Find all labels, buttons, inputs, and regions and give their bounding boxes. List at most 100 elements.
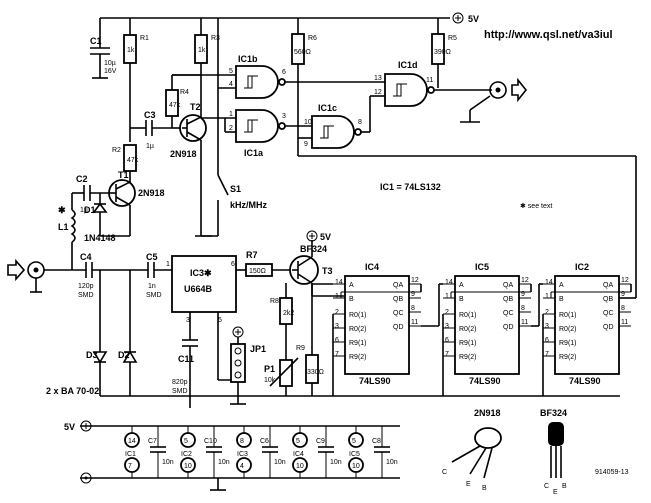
counter-ic4: IC474LS90A14B1R0(1)2R0(2)3R9(1)6R9(2)7QA… xyxy=(332,262,443,396)
counter-output-pin: 9 xyxy=(521,291,525,298)
counter-input-label: B xyxy=(349,296,354,303)
c11-smd: SMD xyxy=(172,388,188,395)
l1-mark: ✱ xyxy=(58,205,66,215)
decoupling-cap-label: C8 xyxy=(372,438,381,445)
counter-output-label: QC xyxy=(603,310,614,317)
c2-value: 1µ xyxy=(80,207,88,214)
ic3-prescaler xyxy=(171,255,237,313)
gate-ic1c xyxy=(311,115,355,149)
d2-label: D2 xyxy=(118,350,130,360)
decoupling-ic-label: IC4 xyxy=(293,451,304,458)
source-url: http://www.qsl.net/va3iul xyxy=(484,29,613,41)
input-arrow xyxy=(7,258,26,282)
r5-value: 390Ω xyxy=(434,49,451,56)
counter-input-label: R0(2) xyxy=(559,326,577,333)
gate-ic1c-label: IC1c xyxy=(318,103,337,113)
decoupling-ic-label: IC5 xyxy=(349,451,360,458)
c4-label: C4 xyxy=(80,252,92,262)
c5-label: C5 xyxy=(146,252,158,262)
counter-input-pin: 7 xyxy=(545,351,549,358)
c3-label: C3 xyxy=(144,110,156,120)
counter-output-pin: 11 xyxy=(521,319,528,326)
output-arrow xyxy=(511,77,528,103)
c4-value: 120p xyxy=(78,283,94,290)
counter-output-pin: 9 xyxy=(621,291,625,298)
gate-ic1c-pin-10: 10 xyxy=(304,119,312,126)
c1-value: 10µ xyxy=(104,60,116,67)
counter-output-pin: 12 xyxy=(521,277,529,284)
jp1-label: JP1 xyxy=(250,344,266,354)
package-bf324-label: BF324 xyxy=(540,408,567,418)
decoupling-cap-label: C9 xyxy=(316,438,325,445)
s1-setting: kHz/MHz xyxy=(230,200,268,210)
counter-output-label: QA xyxy=(503,282,513,289)
c11-value: 820p xyxy=(172,379,188,386)
counter-input-label: R9(1) xyxy=(349,340,367,347)
counter-input-pin: 2 xyxy=(445,309,449,316)
decoupling-gnd-pin-number: 4 xyxy=(240,463,244,470)
r9-label: R9 xyxy=(296,345,305,352)
counter-input-pin: 14 xyxy=(445,279,453,286)
counter-output-pin: 12 xyxy=(621,277,629,284)
c5-value: 1n xyxy=(148,283,156,290)
s1-label: S1 xyxy=(230,184,241,194)
ic3-label: IC3✱ xyxy=(190,268,212,278)
counter-input-label: A xyxy=(559,282,564,289)
counter-input-label: R9(2) xyxy=(559,354,577,361)
counter-input-pin: 14 xyxy=(545,279,553,286)
c11-label: C11 xyxy=(178,354,194,364)
counter-input-pin: 6 xyxy=(545,337,549,344)
l1-label: L1 xyxy=(58,222,69,232)
counter-output-label: QA xyxy=(603,282,613,289)
decoupling-gnd-pin-number: 7 xyxy=(128,463,132,470)
ic3-pin-6: 6 xyxy=(231,261,235,268)
counter-output-label: QC xyxy=(503,310,514,317)
supply-terminal-top xyxy=(452,12,464,24)
supply-label-t3: 5V xyxy=(320,232,331,242)
counter-input-pin: 14 xyxy=(335,279,343,286)
counter-output-label: QA xyxy=(393,282,403,289)
package-2n918-label: 2N918 xyxy=(474,408,501,418)
counter-input-label: R0(1) xyxy=(349,312,367,319)
counter-ic5: IC574LS90A14B1R0(1)2R0(2)3R9(1)6R9(2)7QA… xyxy=(442,262,543,396)
r8-value: 2k2 xyxy=(283,310,294,317)
counter-chain: IC474LS90A14B1R0(1)2R0(2)3R9(1)6R9(2)7QA… xyxy=(311,262,632,396)
counter-output-pin: 11 xyxy=(621,319,628,326)
r3-label: R3 xyxy=(211,35,220,42)
r6-value: 560Ω xyxy=(294,49,311,56)
counter-output-pin: 12 xyxy=(411,277,419,284)
counter-output-label: QB xyxy=(393,296,403,303)
package-bf324-pin-c: C xyxy=(544,483,549,490)
package-2n918-pin-c: C xyxy=(442,469,447,476)
counter-input-label: R0(2) xyxy=(349,326,367,333)
counter-output-pin: 8 xyxy=(521,305,525,312)
counter-input-label: R9(2) xyxy=(459,354,477,361)
counter-output-label: QB xyxy=(603,296,613,303)
package-bf324: BF324 C E B xyxy=(540,408,567,496)
t3-label: T3 xyxy=(322,266,333,276)
jp1-jumper xyxy=(230,343,246,383)
ic3-pin-1: 1 xyxy=(166,261,170,268)
t3-type: BF324 xyxy=(300,244,327,254)
figure-number: 914059-13 xyxy=(595,469,629,476)
output-connector xyxy=(489,81,507,99)
counter-input-pin: 6 xyxy=(335,337,339,344)
counter-input-pin: 3 xyxy=(335,323,339,330)
l1-inductor xyxy=(70,209,76,243)
t1-label: T1 xyxy=(118,170,129,180)
d3-label: D3 xyxy=(86,350,98,360)
c3-value: 1µ xyxy=(146,143,154,150)
counter-input-pin: 7 xyxy=(335,351,339,358)
r4-label: R4 xyxy=(180,89,189,96)
gate-ic1a xyxy=(235,109,279,143)
diodes-type: 2 x BA 70-02 xyxy=(46,386,99,396)
decoupling-gnd-pin-number: 10 xyxy=(184,463,192,470)
r2-value: 47k xyxy=(127,157,139,164)
ic1-note: IC1 = 74LS132 xyxy=(380,182,441,192)
ic3-type: U664B xyxy=(184,284,213,294)
counter-input-pin: 2 xyxy=(545,309,549,316)
gate-ic1b-pin-5: 5 xyxy=(229,68,233,75)
